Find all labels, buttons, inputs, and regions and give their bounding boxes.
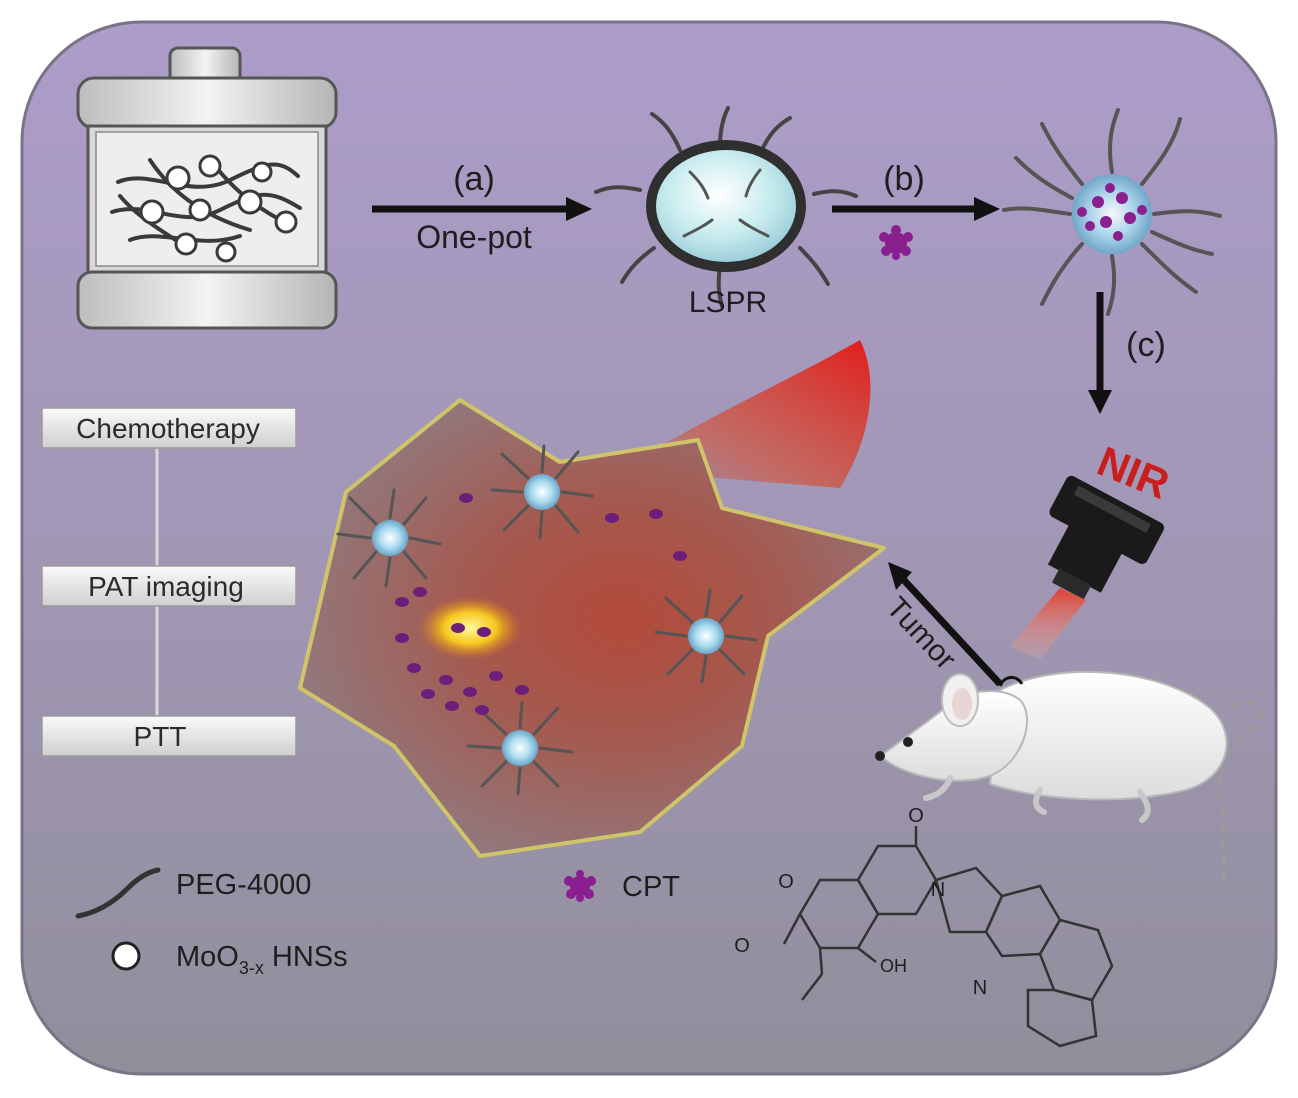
step-a-label: (a) xyxy=(453,160,495,198)
hollow-nanosphere-icon xyxy=(111,941,141,971)
legend: PEG-4000 MoO3-x HNSs CPT xyxy=(75,867,680,978)
cpt-molecule-icon xyxy=(879,225,913,260)
therapy-stack: Chemotherapy PAT imaging PTT xyxy=(41,407,297,757)
lspr-label: LSPR xyxy=(689,286,767,319)
arrow-a xyxy=(372,197,592,221)
legend-cpt-icon xyxy=(564,870,596,902)
arrow-c xyxy=(1088,292,1112,414)
step-a-sublabel: One-pot xyxy=(416,219,532,255)
therapy-box-ptt: PTT xyxy=(41,715,297,757)
cpt-loaded-nanoparticle xyxy=(1002,108,1222,316)
nir-light-beam xyxy=(1010,588,1086,660)
reaction-jar xyxy=(76,46,338,330)
legend-hns-suffix: HNSs xyxy=(264,941,348,973)
lspr-hollow-sphere xyxy=(594,106,858,308)
therapy-label-ptt: PTT xyxy=(134,721,187,752)
tumor-arrow xyxy=(888,562,1003,687)
mouse xyxy=(875,670,1261,881)
cpt-atom-oh: OH xyxy=(880,956,907,976)
therapy-label-pat-imaging: PAT imaging xyxy=(88,571,244,602)
step-b-label: (b) xyxy=(883,160,925,198)
arrow-b xyxy=(832,197,1000,221)
cpt-atom-n1: N xyxy=(931,879,945,901)
tumor-cell xyxy=(298,398,886,858)
released-cpt-dots xyxy=(395,493,687,715)
legend-hns-prefix: MoO xyxy=(176,941,239,973)
therapy-label-chemotherapy: Chemotherapy xyxy=(76,413,260,444)
cpt-atom-o1: O xyxy=(908,805,924,827)
cpt-chemical-structure xyxy=(782,826,1114,1048)
therapy-box-chemotherapy: Chemotherapy xyxy=(41,407,297,449)
legend-hns-label: MoO3-x HNSs xyxy=(176,941,348,978)
legend-hns-subscript: 3-x xyxy=(239,958,264,978)
cpt-atom-o2: O xyxy=(778,871,794,893)
nir-laser-device xyxy=(1047,475,1164,600)
step-c-label: (c) xyxy=(1126,326,1166,364)
peg-chain-icon xyxy=(75,867,161,919)
cpt-atom-n2: N xyxy=(973,977,987,999)
cpt-atom-o3: O xyxy=(734,935,750,957)
legend-peg-label: PEG-4000 xyxy=(176,869,311,901)
therapy-box-pat-imaging: PAT imaging xyxy=(41,565,297,607)
legend-cpt-label: CPT xyxy=(622,871,680,903)
